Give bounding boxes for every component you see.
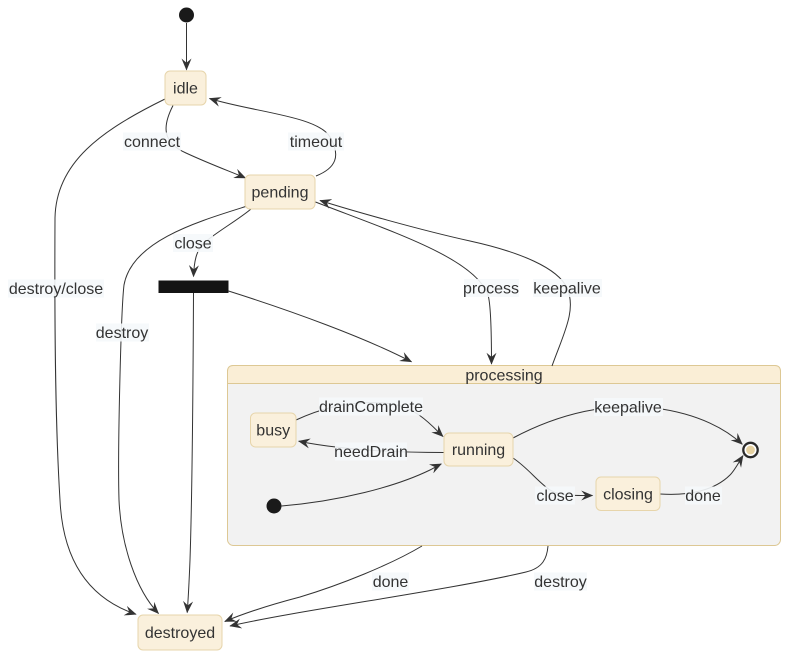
svg-text:closing: closing — [603, 487, 653, 504]
svg-text:destroy/close: destroy/close — [9, 281, 103, 298]
svg-text:destroy: destroy — [534, 574, 586, 591]
svg-text:needDrain: needDrain — [334, 444, 408, 461]
svg-text:timeout: timeout — [290, 134, 343, 151]
svg-text:idle: idle — [173, 81, 198, 98]
svg-text:drainComplete: drainComplete — [319, 399, 423, 416]
svg-text:busy: busy — [256, 423, 290, 440]
svg-text:connect: connect — [124, 134, 181, 151]
svg-text:destroyed: destroyed — [145, 625, 215, 642]
svg-text:done: done — [373, 574, 409, 591]
svg-text:processing: processing — [465, 368, 542, 385]
svg-text:running: running — [452, 442, 505, 459]
svg-text:process: process — [463, 281, 519, 298]
svg-text:keepalive: keepalive — [594, 400, 662, 417]
svg-text:close: close — [174, 236, 211, 253]
svg-text:keepalive: keepalive — [533, 281, 601, 298]
svg-text:close: close — [536, 488, 573, 505]
svg-text:done: done — [685, 488, 721, 505]
svg-text:pending: pending — [252, 185, 309, 202]
svg-text:destroy: destroy — [96, 325, 148, 342]
